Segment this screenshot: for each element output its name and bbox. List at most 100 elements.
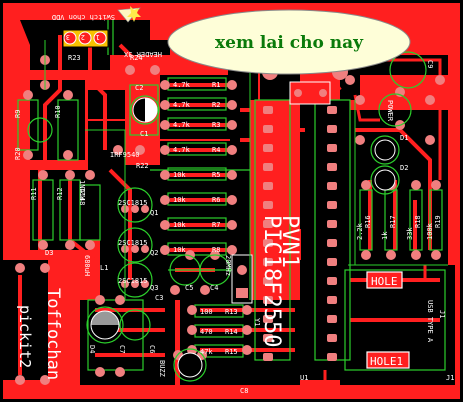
ref-d2: D2: [400, 164, 408, 172]
ref-r23: R23: [68, 54, 81, 62]
resistor-value-2: 4.7k: [173, 101, 191, 109]
resistor-pad-a-1: [160, 80, 170, 90]
resistor-value-8: 10k: [173, 246, 186, 254]
ref-r13: R13: [225, 308, 238, 316]
header-label: HEADER 3X: [123, 50, 162, 58]
ref-r3: R3: [212, 121, 220, 129]
ref-r6: R6: [212, 196, 220, 204]
resistor-pad-c-3: [187, 345, 197, 355]
ref-r11: R11: [30, 187, 38, 200]
ref-j1: J1: [446, 374, 454, 382]
resistor-pad-e-1: [361, 180, 371, 190]
crystal-label: 20MHz: [224, 255, 232, 276]
misc-pad-18: [425, 135, 435, 145]
ref-r17: R17: [389, 215, 397, 228]
resistor-pad-b-2: [227, 100, 237, 110]
resistor-pad-b-3: [227, 120, 237, 130]
jumper-block: [231, 254, 253, 304]
diode-label: 1N4148: [78, 180, 86, 205]
chip-pin-left-11: [263, 296, 273, 304]
resistor-value-11: 47k: [200, 348, 213, 356]
chip-pin-left-5: [263, 182, 273, 190]
green-wire-overlays: [44, 40, 448, 300]
misc-pad-22: [40, 263, 50, 273]
ref-r21: R21: [79, 187, 87, 200]
resistor-pad-j-1: [38, 240, 48, 250]
transistor-pad-b-1: [131, 205, 139, 213]
ref-r12: R12: [56, 187, 64, 200]
misc-pad-7: [95, 295, 105, 305]
chip-pin-right-7: [327, 220, 337, 228]
resistor-pad-d-2: [242, 325, 252, 335]
misc-pad-21: [15, 263, 25, 273]
misc-pad-8: [95, 367, 105, 377]
ref-c1: C1: [140, 130, 148, 138]
ref-d3: D3: [45, 249, 53, 257]
resistor-pad-g-2: [63, 90, 73, 100]
ref-r1: R1: [212, 81, 220, 89]
ref-y1: Y1: [253, 318, 261, 326]
resistor-pad-i-2: [65, 170, 75, 180]
misc-pad-3: [125, 65, 135, 75]
misc-pad-13: [170, 285, 180, 295]
ref-l1: L1: [100, 264, 108, 272]
resistor-pad-b-5: [227, 170, 237, 180]
resistor-pad-a-5: [160, 170, 170, 180]
chip-pin-right-2: [327, 125, 337, 133]
ref-q3: Q3: [150, 284, 158, 292]
ref-r20: R20: [14, 147, 22, 160]
misc-pad-27: [395, 87, 405, 97]
ref-r8: R8: [212, 246, 220, 254]
header-pin-1: 1: [96, 33, 100, 41]
chip-pin-right-12: [327, 315, 337, 323]
resistor-value-7: 10k: [173, 221, 186, 229]
ref-r10: R10: [54, 105, 62, 118]
switch-label: Switch chon VDD: [52, 13, 115, 21]
resistor-pad-a-6: [160, 195, 170, 205]
hole-bottom-block: [366, 351, 410, 369]
resistor-pad-b-6: [227, 195, 237, 205]
transistor-label-3: 2SC1815: [118, 277, 148, 285]
pickit-label: pickit2: [16, 305, 34, 368]
chip-pin-right-4: [327, 163, 337, 171]
ref-r7: R7: [212, 221, 220, 229]
chip-pin-left-1: [263, 106, 273, 114]
resistor-value-9: 100: [200, 308, 213, 316]
transistor-label-1: 2SC1815: [118, 199, 148, 207]
resistor-pad-b-1: [227, 80, 237, 90]
resistor-pad-j-3: [85, 240, 95, 250]
chip-pin-right-13: [327, 334, 337, 342]
resistor-pad-h-1: [23, 150, 33, 160]
misc-pad-20: [425, 95, 435, 105]
resistor-pad-g-1: [23, 90, 33, 100]
resistor-pad-e-3: [411, 180, 421, 190]
hole-bottom-label: HOLE1: [370, 355, 403, 368]
chip-name-line1: PVN1: [277, 215, 302, 268]
transistor-pad-b-2: [131, 245, 139, 253]
resistor-pad-d-3: [242, 345, 252, 355]
resistor-pad-d-1: [242, 305, 252, 315]
misc-pad-4: [150, 65, 160, 75]
misc-pad-17: [355, 135, 365, 145]
resistor-value-13: 1k: [381, 231, 389, 240]
resistor-pad-a-4: [160, 145, 170, 155]
ref-r16: R16: [364, 215, 372, 228]
resistor-pad-b-8: [227, 245, 237, 255]
resistor-pad-f-3: [411, 250, 421, 260]
header-3-pin: [62, 29, 109, 48]
chip-pin-left-9: [263, 258, 273, 266]
ref-u1: U1: [300, 374, 308, 382]
chip-pin-right-8: [327, 239, 337, 247]
ref-r22: R22: [136, 162, 149, 170]
transistor-pad-c-2: [141, 245, 149, 253]
hole-top-block: [366, 271, 403, 289]
resistor-pad-i-3: [85, 170, 95, 180]
chip-pin-left-8: [263, 239, 273, 247]
round-component-fills: [90, 97, 396, 378]
review-callout: xem lai cho nay: [117, 6, 411, 75]
ref-r24: R24: [130, 54, 143, 62]
inductor-label: 680uH: [83, 255, 91, 276]
transistor-pad-c-3: [141, 280, 149, 288]
chip-pin-left-14: [263, 353, 273, 361]
